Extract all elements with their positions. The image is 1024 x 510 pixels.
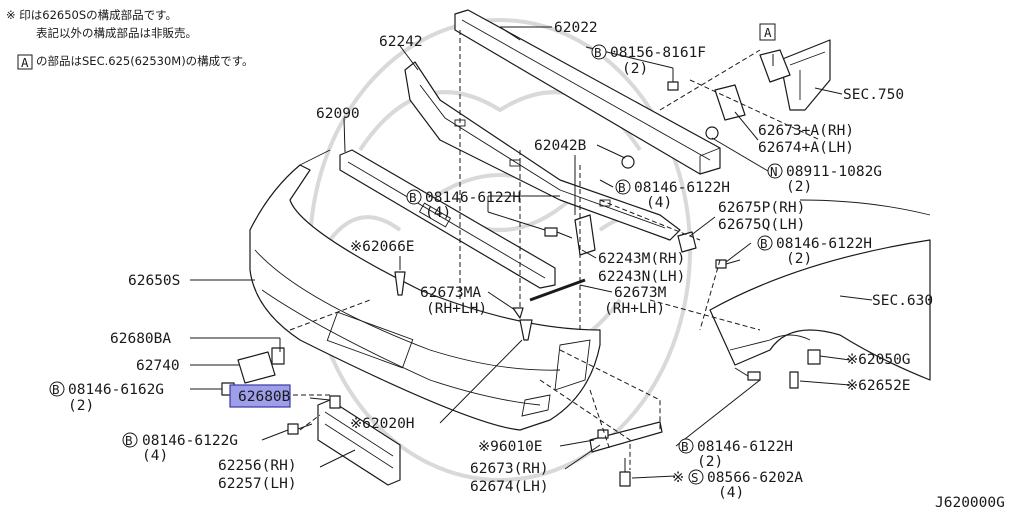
label-62257: 62257(LH) — [218, 476, 297, 492]
fastener-08566-qty: (4) — [718, 485, 744, 501]
label-62674A: 62674+A(LH) — [758, 140, 854, 156]
assembly-dashed-lines — [245, 30, 821, 470]
label-62650S: 62650S — [128, 273, 180, 289]
fastener-08146-right-code: 08146-6122H — [776, 236, 872, 252]
label-62050G: ※62050G — [846, 352, 911, 368]
label-62675Q: 62675Q(LH) — [718, 217, 805, 233]
b-circle-icon — [591, 44, 607, 60]
label-62242: 62242 — [379, 34, 423, 50]
part-labels: 62022 62242 62090 62650S 62680BA 62740 6… — [110, 20, 1005, 510]
label-62673: 62673(RH) — [470, 461, 549, 477]
bolt-icon — [287, 423, 313, 435]
fastener-prefix: B — [52, 382, 60, 397]
selected-part-highlight[interactable] — [229, 384, 291, 408]
b-circle-icon — [406, 189, 422, 205]
label-62673A: 62673+A(RH) — [758, 123, 854, 139]
fastener-6162G-code: 08146-6162G — [68, 382, 164, 398]
b-circle-icon — [49, 381, 65, 397]
part-62022-reinforcement — [454, 9, 721, 175]
label-62680BA: 62680BA — [110, 331, 171, 347]
label-62243M: 62243M(RH) — [598, 251, 685, 267]
fastener-08146-mid-qty: (4) — [646, 195, 672, 211]
boxed-letter-icon — [759, 23, 776, 41]
fastener-prefix: B — [681, 439, 689, 454]
fastener-08911-qty: (2) — [786, 179, 812, 195]
diagram-code: J620000G — [935, 495, 1005, 510]
label-62673MA-side: (RH+LH) — [426, 301, 487, 317]
fastener-08156-qty: (2) — [622, 61, 648, 77]
fastener-08146-top-qty: (4) — [425, 205, 451, 221]
fastener-prefix: B — [618, 180, 626, 195]
fastener-08146-top-code: 08146-6122H — [425, 190, 521, 206]
fastener-08146-right-qty: (2) — [786, 251, 812, 267]
fastener-6122G-code: 08146-6122G — [142, 433, 238, 449]
note-line-1: ※ 印は62650Sの構成部品です。 — [6, 8, 178, 22]
label-62673MA: 62673MA — [420, 285, 481, 301]
fastener-labels: B 08156-8161F (2) B 08146-6122H (4) B 08… — [49, 44, 882, 501]
callout-box-a: A — [764, 25, 772, 40]
fastener-glyphs — [221, 68, 821, 487]
s-circle-icon — [688, 469, 704, 485]
label-62674: 62674(LH) — [470, 479, 549, 495]
bolt-icon — [667, 68, 679, 91]
label-62256: 62256(RH) — [218, 458, 297, 474]
label-62066E: ※62066E — [350, 239, 415, 255]
fastener-08156-code: 08156-8161F — [610, 45, 706, 61]
label-62740: 62740 — [136, 358, 180, 374]
label-62673M: 62673M — [614, 285, 667, 301]
screw-icon — [619, 458, 631, 487]
part-62090-absorber — [339, 149, 556, 289]
fastener-08911-code: 08911-1082G — [786, 164, 882, 180]
label-sec630: SEC.630 — [872, 293, 933, 309]
fastener-prefix: B — [409, 190, 417, 205]
b-circle-icon — [122, 432, 138, 448]
part-62256-grille — [317, 399, 401, 486]
part-sec630-fender — [709, 199, 931, 381]
fastener-prefix: B — [594, 45, 602, 60]
fastener-prefix: B — [760, 236, 768, 251]
b-circle-icon — [757, 235, 773, 251]
part-sec750-bracket — [759, 39, 831, 111]
label-62652E: ※62652E — [846, 378, 911, 394]
label-62673M-side: (RH+LH) — [604, 301, 665, 317]
note-boxed-letter: A — [21, 55, 29, 70]
label-62042B: 62042B — [534, 138, 587, 154]
fastener-prefix: B — [125, 433, 133, 448]
b-circle-icon — [615, 179, 631, 195]
n-circle-icon — [767, 163, 783, 179]
note-line-2: 表記以外の構成部品は非販売。 — [36, 26, 197, 40]
fastener-prefix: N — [770, 164, 778, 179]
fastener-08566-mark: ※ — [672, 470, 684, 486]
boxed-letter-icon — [17, 54, 33, 70]
b-circle-icon — [678, 438, 694, 454]
label-62243N: 62243N(LH) — [598, 269, 685, 285]
label-62680B: 62680B — [238, 389, 291, 405]
label-96010E: ※96010E — [478, 439, 543, 455]
note-line-3: の部品はSEC.625(62530M)の構成です。 — [36, 54, 254, 68]
label-62022: 62022 — [554, 20, 598, 36]
label-62020H: ※62020H — [350, 416, 415, 432]
leader-lines — [190, 26, 873, 479]
fastener-6122G-qty: (4) — [142, 448, 168, 464]
fastener-6162G-qty: (2) — [68, 398, 94, 414]
fastener-08146-bottom-qty: (2) — [697, 454, 723, 470]
fastener-08146-mid-code: 08146-6122H — [634, 180, 730, 196]
bolt-icon — [544, 227, 573, 239]
fastener-08566-code: 08566-6202A — [707, 470, 803, 486]
fastener-prefix: S — [691, 470, 699, 485]
part-62650S-bumper-fascia — [249, 149, 601, 431]
label-62090: 62090 — [316, 106, 360, 122]
label-sec750: SEC.750 — [843, 87, 904, 103]
bolt-icon — [734, 367, 761, 381]
fastener-08146-bottom-code: 08146-6122H — [697, 439, 793, 455]
bolt-icon — [715, 259, 741, 269]
label-62675P: 62675P(RH) — [718, 200, 805, 216]
